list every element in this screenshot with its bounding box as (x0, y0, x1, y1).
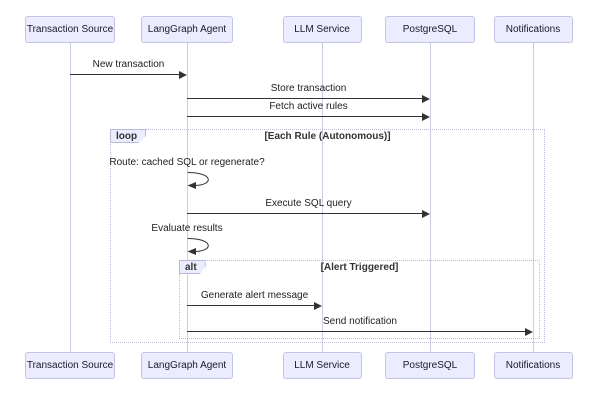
message-new-transaction-arrowhead (179, 71, 187, 79)
actor-bottom-llm-service: LLM Service (282, 352, 362, 379)
message-store-transaction-label: Store transaction (270, 83, 347, 94)
actor-bottom-postgresql: PostgreSQL (385, 352, 475, 379)
message-store-transaction-arrowhead (422, 95, 430, 103)
lifeline-llm-service (322, 43, 323, 352)
message-send-notification-label: Send notification (323, 316, 397, 327)
actor-top-postgresql: PostgreSQL (385, 16, 475, 43)
message-fetch-active-rules-arrowhead (422, 113, 430, 121)
message-evaluate-results-self-arrow (187, 238, 209, 255)
message-fetch-active-rules-label: Fetch active rules (269, 101, 348, 112)
actor-bottom-langgraph-agent: LangGraph Agent (141, 352, 233, 379)
message-new-transaction-line (70, 74, 180, 75)
lifeline-notifications (533, 43, 534, 352)
actor-bottom-transaction-source: Transaction Source (25, 352, 115, 379)
message-send-notification-arrowhead (525, 328, 533, 336)
loop-frame (110, 129, 545, 343)
actor-top-transaction-source: Transaction Source (25, 16, 115, 43)
message-evaluate-results-label: Evaluate results (151, 223, 223, 234)
message-execute-sql-query-line (187, 213, 423, 214)
message-route-cached-sql-or-regenerate-self-arrow (187, 172, 209, 189)
actor-top-langgraph-agent: LangGraph Agent (141, 16, 233, 43)
message-generate-alert-message-arrowhead (314, 302, 322, 310)
message-fetch-active-rules-line (187, 116, 423, 117)
actor-top-llm-service: LLM Service (282, 16, 362, 43)
message-generate-alert-message-label: Generate alert message (200, 290, 309, 301)
actor-bottom-notifications: Notifications (493, 352, 573, 379)
lifeline-postgresql (430, 43, 431, 352)
loop-frame-condition: [Each Rule (Autonomous)] (264, 131, 391, 142)
message-generate-alert-message-line (187, 305, 315, 306)
lifeline-langgraph-agent (187, 43, 188, 352)
lifeline-transaction-source (70, 43, 71, 352)
actor-top-notifications: Notifications (493, 16, 573, 43)
loop-frame-label: loop (110, 129, 147, 143)
alt-frame-label: alt (179, 260, 206, 274)
alt-frame-condition: [Alert Triggered] (320, 262, 399, 273)
message-new-transaction-label: New transaction (92, 59, 165, 70)
message-route-cached-sql-or-regenerate-label: Route: cached SQL or regenerate? (109, 157, 265, 168)
message-store-transaction-line (187, 98, 423, 99)
alt-frame (179, 260, 540, 339)
message-execute-sql-query-arrowhead (422, 210, 430, 218)
message-send-notification-line (187, 331, 526, 332)
message-execute-sql-query-label: Execute SQL query (265, 198, 352, 209)
